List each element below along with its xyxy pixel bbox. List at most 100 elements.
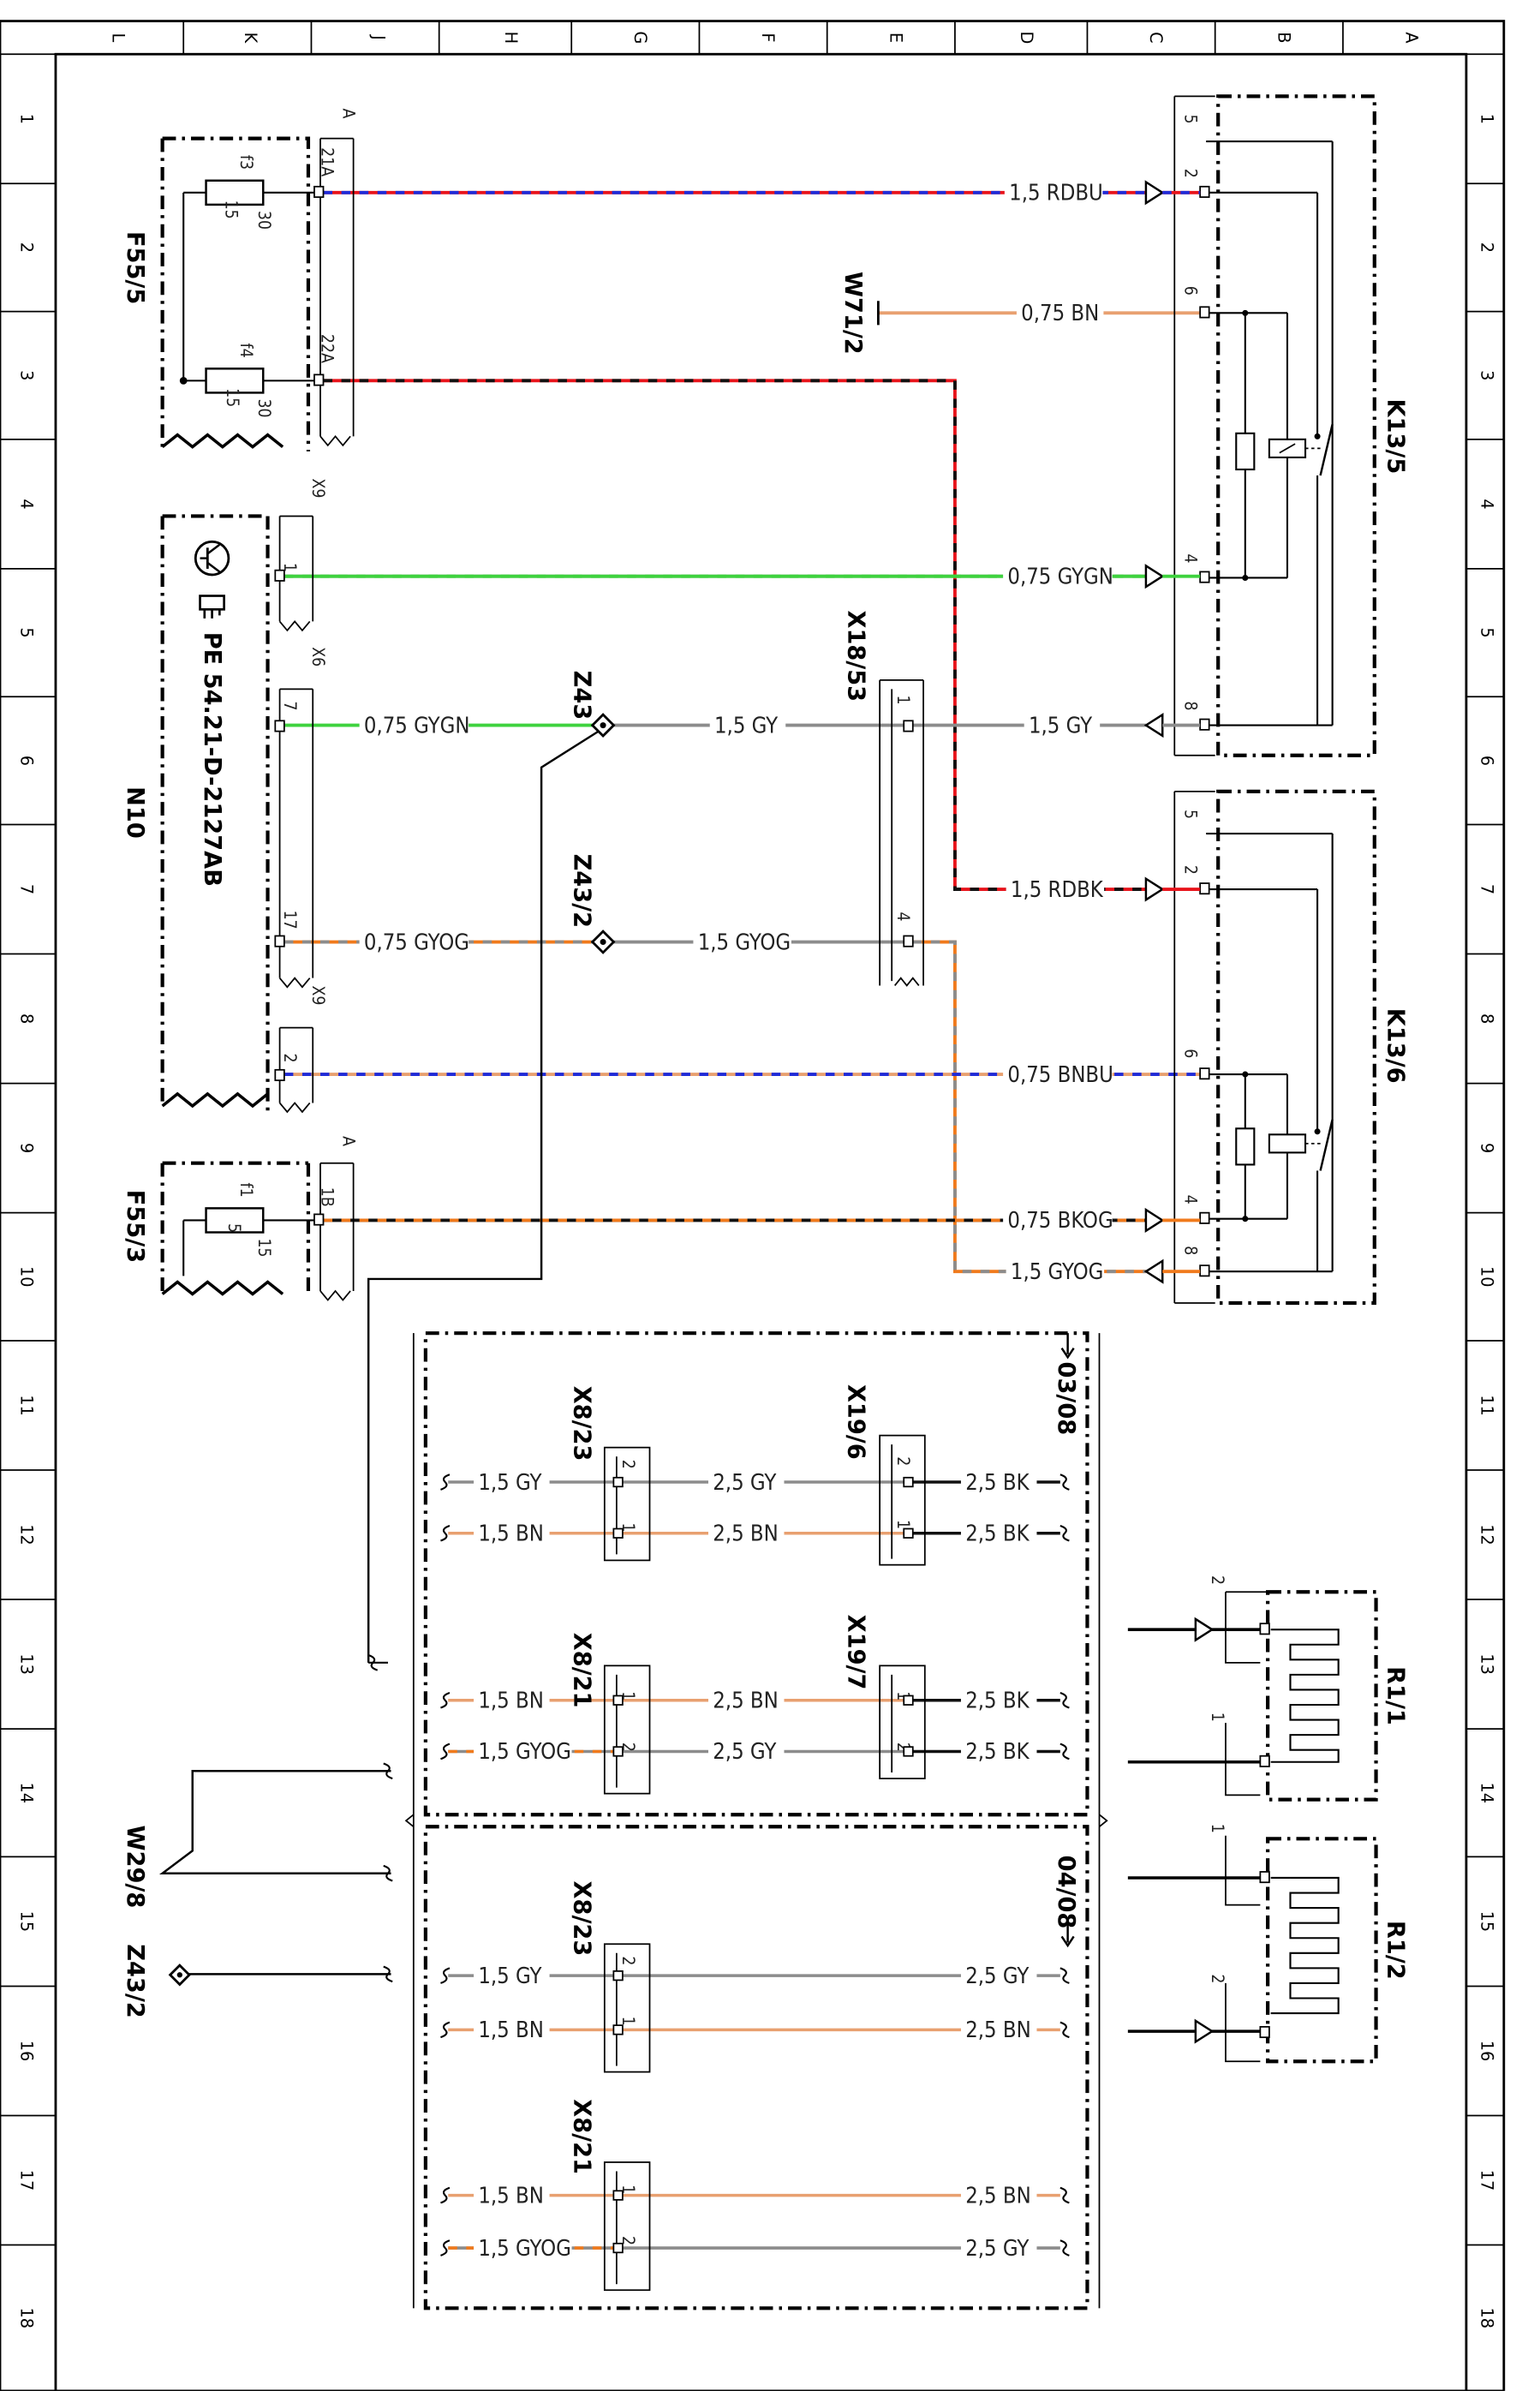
row-number-left: 13 bbox=[17, 1653, 37, 1675]
arrow-icon bbox=[1194, 2018, 1215, 2044]
f4-label: f4 bbox=[236, 343, 256, 357]
col-b: B bbox=[1274, 32, 1293, 43]
tilde-icon bbox=[1059, 1742, 1070, 1760]
arrow-icon bbox=[1144, 1207, 1165, 1233]
n10-ref-text: PE 54.21-D-2127AB bbox=[199, 632, 225, 887]
tilde-icon bbox=[440, 2021, 451, 2039]
tilde-icon bbox=[1059, 1691, 1070, 1709]
k13-5-pin-2: 2 bbox=[1181, 169, 1201, 178]
wire-label-gyog-1-bg bbox=[359, 928, 469, 956]
row-number-right: 17 bbox=[1477, 2170, 1496, 2191]
lower-connectors: 2 1 X8/23 2 1 X19/6 1 2 X8/21 1 2 X19/7 bbox=[569, 1384, 926, 2292]
x8-21-a-pin-1: 1 bbox=[618, 1691, 638, 1701]
row-number-right: 2 bbox=[1477, 242, 1496, 253]
row-number-left: 6 bbox=[17, 756, 37, 766]
n10-name: N10 bbox=[122, 786, 148, 839]
fuse-f1 bbox=[205, 1207, 265, 1234]
z43-name: Z43 bbox=[569, 671, 595, 720]
x8-21-a-pin-2: 2 bbox=[618, 1742, 638, 1752]
row-number-right: 4 bbox=[1477, 499, 1496, 509]
tilde-icon bbox=[440, 1967, 451, 1984]
n10-x9-top: X9 bbox=[308, 479, 328, 499]
wire-row-1-label-b: 2,5 GY bbox=[713, 1470, 777, 1496]
row-number-right: 7 bbox=[1477, 884, 1496, 894]
f55-5-ref: A bbox=[338, 108, 358, 118]
row-number-right: 18 bbox=[1477, 2307, 1496, 2328]
arrow-icon bbox=[1144, 180, 1165, 206]
relay-k13-5: 5 2 6 4 8 K13/5 bbox=[1173, 94, 1409, 757]
wire-label-gyog-1: 0,75 GYOG bbox=[364, 930, 469, 955]
wire-row-1-label-c-bg bbox=[960, 1468, 1037, 1496]
row-number-right: 1 bbox=[1477, 114, 1496, 124]
x8-23-b-pin-2: 2 bbox=[618, 1956, 638, 1965]
wire-row-4-label-b: 2,5 GY bbox=[713, 1739, 777, 1765]
f55-5-name: F55/5 bbox=[122, 231, 148, 304]
row-number-left: 1 bbox=[17, 114, 37, 124]
row-number-right: 16 bbox=[1477, 2041, 1496, 2062]
connector-x8-21-a: 1 2 X8/21 bbox=[569, 1633, 651, 1795]
wire-label-rdbk: 1,5 RDBK bbox=[1011, 877, 1104, 903]
row-number-left: 17 bbox=[17, 2170, 37, 2191]
tilde-icon bbox=[440, 1691, 451, 1709]
x19-7-name: X19/7 bbox=[842, 1615, 868, 1690]
wire-label-bn-bg bbox=[1016, 299, 1104, 327]
row-number-left: 3 bbox=[17, 370, 37, 380]
arrow-icon bbox=[1143, 1258, 1164, 1284]
pin-22a-label: 22A bbox=[318, 334, 337, 363]
wire-label-bkog-bg bbox=[1003, 1206, 1113, 1234]
wire-row-4-label-a: 1,5 GYOG bbox=[478, 1739, 570, 1765]
x19-6-pin-1: 1 bbox=[893, 1520, 913, 1529]
col-e: E bbox=[886, 33, 905, 43]
wire-row-3-label-c: 2,5 BK bbox=[965, 1689, 1030, 1714]
wire-w29-8 bbox=[158, 1770, 391, 1874]
fuse-f3 bbox=[205, 179, 265, 206]
wire-gyog-3-stripe bbox=[912, 940, 1146, 1274]
f1-terminal: 15 bbox=[254, 1239, 274, 1258]
wire-label-bnbu: 0,75 BNBU bbox=[1007, 1062, 1113, 1088]
x8-21-a-name: X8/21 bbox=[569, 1633, 595, 1708]
x19-6-name: X19/6 bbox=[842, 1384, 868, 1460]
f55-3-name: F55/3 bbox=[122, 1190, 148, 1263]
k13-5-pin-5: 5 bbox=[1181, 114, 1201, 123]
wire-label-rdbk-bg bbox=[1006, 876, 1105, 903]
variant-top: 03/08 bbox=[1053, 1362, 1079, 1436]
col-g: G bbox=[630, 31, 650, 44]
wire-label-gygn-bg bbox=[1003, 562, 1113, 590]
r1-2-pin-2: 2 bbox=[1208, 1974, 1227, 1983]
heater-r1-2: 1 2 R1/2 bbox=[1208, 1824, 1409, 2064]
tilde-icon bbox=[383, 1762, 393, 1780]
wire-row-3-label-a: 1,5 BN bbox=[478, 1689, 544, 1714]
row-number-left: 9 bbox=[17, 1143, 37, 1153]
wire-label-rdbu: 1,5 RDBU bbox=[1009, 181, 1103, 206]
variant-bottom: 04/08 bbox=[1053, 1856, 1079, 1929]
wire-row-3-label-a-bg bbox=[474, 1686, 550, 1714]
wire-label-gyog-2: 1,5 GYOG bbox=[698, 930, 791, 955]
row-number-left: 5 bbox=[17, 627, 37, 637]
x18-53-pin-4: 4 bbox=[893, 912, 913, 921]
wire-z43-branch bbox=[367, 730, 600, 1663]
wire-row-4-label-c: 2,5 BK bbox=[965, 1739, 1030, 1765]
wire-row-7-label-b: 2,5 BN bbox=[965, 2183, 1031, 2209]
row-number-right: 15 bbox=[1477, 1911, 1496, 1933]
row-number-left: 10 bbox=[17, 1266, 37, 1288]
fuse-box-f55-3: A 1B 5 f1 15 F55/3 bbox=[122, 1136, 358, 1301]
tilde-icon bbox=[1059, 2239, 1070, 2257]
n10-pin-2: 2 bbox=[280, 1053, 300, 1062]
ground-w71-2: W71/2 bbox=[839, 272, 880, 355]
row-number-left: 12 bbox=[17, 1524, 37, 1545]
wire-label-gygn-2-bg bbox=[359, 711, 469, 739]
n10-pin-7: 7 bbox=[280, 701, 300, 710]
wire-label-gyog-3: 1,5 GYOG bbox=[1011, 1259, 1103, 1285]
f1-rating: 5 bbox=[224, 1223, 244, 1233]
arrow-icon bbox=[1144, 564, 1165, 589]
x8-23-a-name: X8/23 bbox=[569, 1386, 595, 1461]
tilde-icon bbox=[1059, 2021, 1070, 2039]
wire-row-3-label-c-bg bbox=[960, 1686, 1037, 1714]
k13-5-name: K13/5 bbox=[1382, 398, 1409, 474]
row-number-right: 9 bbox=[1477, 1143, 1496, 1153]
tilde-icon bbox=[440, 1742, 451, 1760]
wire-row-3-label-b-bg bbox=[707, 1686, 785, 1714]
z43-2-name: Z43/2 bbox=[569, 854, 595, 928]
wire-row-4-label-b-bg bbox=[707, 1737, 785, 1766]
